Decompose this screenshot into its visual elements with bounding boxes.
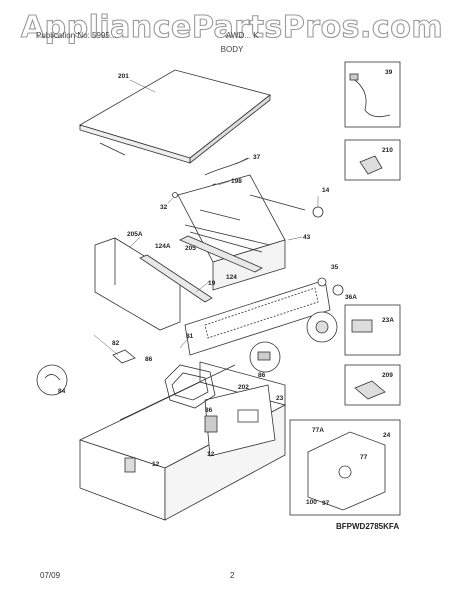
part-heating-element <box>164 364 216 409</box>
callout-32: 32 <box>160 204 168 211</box>
callout-202: 202 <box>238 384 249 391</box>
callout-205: 205 <box>185 245 196 252</box>
callout-19: 19 <box>208 280 216 287</box>
callout-205A: 205A <box>127 231 143 238</box>
part-front-panel <box>184 279 331 356</box>
part-body-box <box>177 174 286 291</box>
callout-77: 77 <box>360 454 368 461</box>
callout-43: 43 <box>303 234 311 241</box>
callout-23: 23 <box>276 395 284 402</box>
part-slide-rail-left <box>139 254 213 303</box>
model-number: AWD... K <box>226 31 259 40</box>
callout-201: 201 <box>118 73 129 80</box>
callout-23A: 23A <box>382 317 394 324</box>
diagram-code: BFPWD2785KFA <box>336 522 400 531</box>
leader-lines <box>93 79 319 356</box>
callout-35: 35 <box>331 264 339 271</box>
callout-86-left: 86 <box>145 356 153 363</box>
kit-box-210 <box>344 139 401 181</box>
knob-detail-circle <box>306 311 338 343</box>
publication-number: Publication No: 5995... <box>36 31 117 40</box>
callout-39: 39 <box>385 69 393 76</box>
callout-77A: 77A <box>312 427 324 434</box>
part-left-side-panel <box>94 237 181 331</box>
part-top-panel <box>78 69 271 164</box>
part-knob <box>317 277 344 296</box>
callout-210: 210 <box>382 147 393 154</box>
callout-124: 124 <box>226 274 237 281</box>
part-slide-rail-right <box>179 235 263 273</box>
kit-box-39 <box>344 61 401 128</box>
footer-date: 07/09 <box>40 571 61 580</box>
callout-124A: 124A <box>155 243 171 250</box>
section-title: BODY <box>220 45 244 54</box>
callout-36A: 36A <box>345 294 357 301</box>
element-terminal-detail <box>36 364 68 396</box>
callout-12-left: 12 <box>152 461 160 468</box>
callout-97: 97 <box>322 500 330 507</box>
part-wire-harness <box>204 157 249 176</box>
callout-86-center: 86 <box>205 407 213 414</box>
callout-14: 14 <box>322 187 330 194</box>
callout-81: 81 <box>186 333 194 340</box>
callout-100: 100 <box>306 499 317 506</box>
footer-page: 2 <box>230 571 235 580</box>
clip-detail-circle <box>249 341 281 373</box>
callout-82: 82 <box>112 340 120 347</box>
watermark-logo: AppliancePartsPros.com <box>20 9 444 45</box>
callout-84: 84 <box>58 388 66 395</box>
part-bracket <box>112 349 136 364</box>
callout-86-right: 86 <box>258 372 266 379</box>
callout-12-right: 12 <box>207 451 215 458</box>
kit-box-209 <box>344 364 401 406</box>
callout-37: 37 <box>253 154 261 161</box>
callout-24: 24 <box>383 432 391 439</box>
control-box-24 <box>289 419 401 516</box>
kit-box-23A <box>344 304 401 356</box>
callout-209: 209 <box>382 372 393 379</box>
callout-198: 198 <box>231 178 242 185</box>
part-small-bracket <box>124 415 218 473</box>
part-back-panel <box>204 384 276 457</box>
